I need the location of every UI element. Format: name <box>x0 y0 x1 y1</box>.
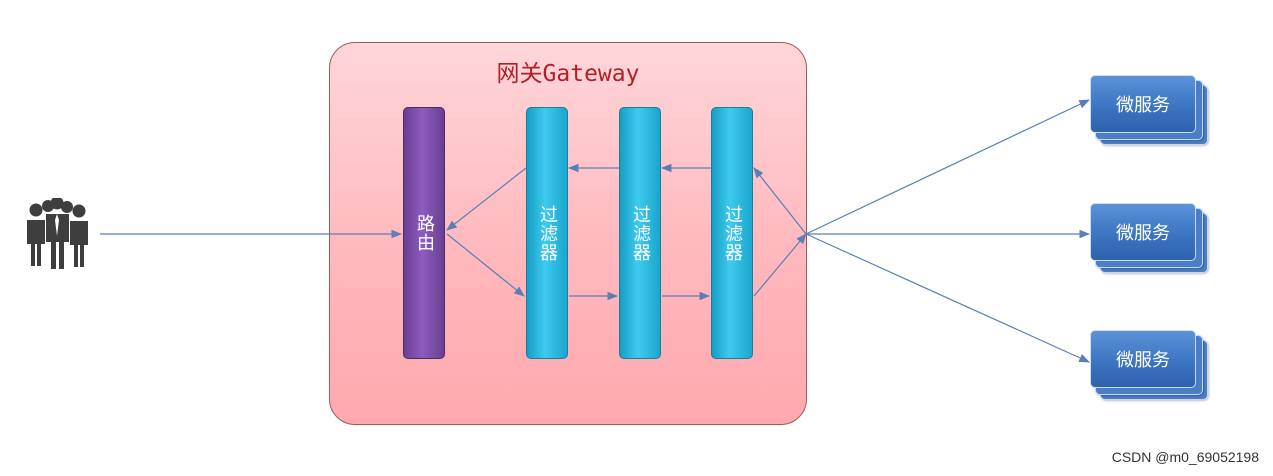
microservice-stack-2: 微服务 <box>1090 203 1212 273</box>
arrow-to-service-1 <box>805 99 1090 235</box>
users-icon <box>27 198 88 269</box>
arrow-filter1-to-router <box>446 167 527 231</box>
filter-block-2: 过滤器 <box>619 107 661 359</box>
arrow-fanout-to-filter3 <box>753 167 807 235</box>
arrow-router-to-filter1 <box>446 233 525 297</box>
gateway-title: 网关Gateway <box>496 61 640 87</box>
filter-block-3: 过滤器 <box>711 107 753 359</box>
microservice-stack-3: 微服务 <box>1090 330 1212 400</box>
watermark: CSDN @m0_69052198 <box>1111 449 1259 465</box>
filter-block-1: 过滤器 <box>526 107 568 359</box>
microservice-stack-1: 微服务 <box>1090 75 1212 145</box>
microservice-box: 微服务 <box>1090 203 1196 261</box>
arrow-filter3-to-fanout <box>753 233 807 297</box>
microservice-box: 微服务 <box>1090 330 1196 388</box>
router-block: 路由 <box>403 107 445 359</box>
microservice-box: 微服务 <box>1090 75 1196 133</box>
arrow-to-service-3 <box>805 233 1090 363</box>
